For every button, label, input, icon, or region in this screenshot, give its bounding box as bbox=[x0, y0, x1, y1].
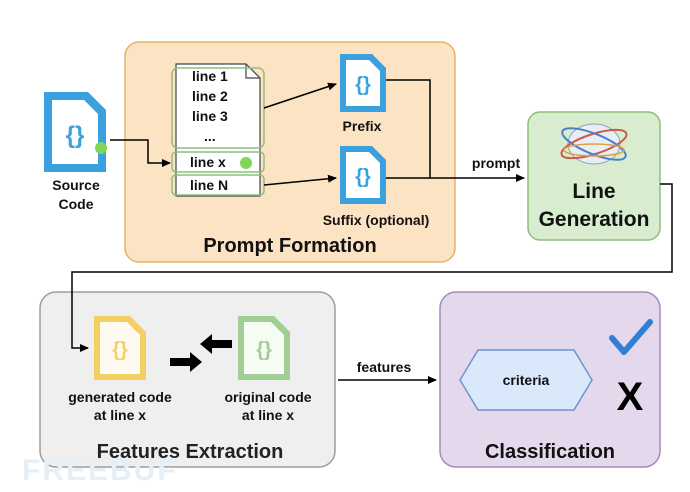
source-code-icon: {} bbox=[44, 92, 107, 172]
line-generation-title-1: Line bbox=[572, 180, 615, 203]
features-arrow-label: features bbox=[357, 359, 412, 375]
prefix-label: Prefix bbox=[343, 118, 382, 134]
svg-text:{}: {} bbox=[66, 122, 85, 149]
check-icon bbox=[609, 319, 653, 355]
line-x-highlight bbox=[171, 151, 265, 173]
arrow-linegen-to-features bbox=[71, 183, 673, 352]
cross-icon: X bbox=[617, 375, 644, 419]
generated-code-label-2: at line x bbox=[94, 407, 146, 423]
code-line-2: line 2 bbox=[192, 88, 228, 104]
original-code-label-2: at line x bbox=[242, 407, 294, 423]
classification-title: Classification bbox=[485, 441, 615, 463]
watermark: FREEBUF bbox=[22, 454, 178, 487]
suffix-code-icon: {} bbox=[340, 146, 386, 204]
svg-text:{}: {} bbox=[256, 339, 272, 361]
line-generation-title-2: Generation bbox=[539, 208, 650, 231]
original-code-label-1: original code bbox=[224, 389, 311, 405]
code-line-3: line 3 bbox=[192, 108, 228, 124]
code-line-1: line 1 bbox=[192, 68, 228, 84]
prefix-code-icon: {} bbox=[340, 54, 386, 112]
line-generation-box bbox=[527, 111, 661, 241]
svg-text:{}: {} bbox=[355, 74, 371, 96]
arrow-source-to-doc bbox=[110, 139, 171, 167]
prompt-formation-title: Prompt Formation bbox=[203, 235, 376, 257]
generated-code-icon: {} bbox=[94, 316, 146, 380]
source-highlight-dot bbox=[95, 142, 107, 154]
svg-text:{}: {} bbox=[355, 166, 371, 188]
code-line-ellipsis: ... bbox=[204, 128, 216, 144]
svg-text:{}: {} bbox=[112, 339, 128, 361]
prompt-arrow-label: prompt bbox=[472, 155, 521, 171]
criteria-label: criteria bbox=[503, 372, 550, 388]
code-line-x: line x bbox=[190, 154, 226, 170]
source-code-label-2: Code bbox=[59, 196, 94, 212]
suffix-label: Suffix (optional) bbox=[323, 212, 430, 228]
features-extraction-title: Features Extraction bbox=[97, 441, 284, 463]
code-line-n: line N bbox=[190, 177, 228, 193]
original-code-icon: {} bbox=[238, 316, 290, 380]
compare-arrows-icon bbox=[170, 334, 232, 372]
line-x-dot bbox=[240, 157, 252, 169]
code-document bbox=[171, 63, 265, 197]
criteria-hexagon bbox=[459, 349, 593, 411]
model-logo-icon bbox=[560, 123, 628, 165]
source-code-label-1: Source bbox=[52, 177, 100, 193]
generated-code-label-1: generated code bbox=[68, 389, 172, 405]
arrow-doc-to-suffix bbox=[263, 174, 337, 186]
arrow-doc-to-prefix bbox=[263, 82, 337, 109]
arrow-prompt bbox=[386, 79, 525, 182]
